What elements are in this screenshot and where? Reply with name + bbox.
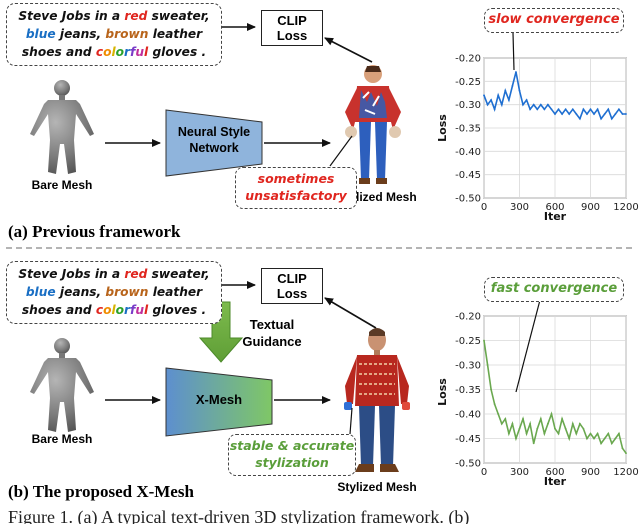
x-tick-label: 300	[510, 202, 529, 213]
chart-bottom-xticks: 0 300 600 900 1200	[481, 467, 639, 478]
bare-mesh-label-top: Bare Mesh	[31, 178, 93, 192]
xmesh-network-shape	[165, 367, 273, 437]
prompt-line-2: blue jeans, brown leather	[25, 285, 203, 299]
prompt-line-3: shoes and colorful gloves .	[21, 303, 207, 317]
y-tick-label: -0.30	[455, 361, 481, 372]
chart-bottom-callout-pointer	[515, 299, 541, 393]
y-tick-label: -0.35	[455, 385, 481, 396]
chart-bottom-yticks: -0.20 -0.25 -0.30 -0.35 -0.40 -0.45 -0.50	[455, 312, 481, 470]
x-tick-label: 900	[581, 467, 600, 478]
x-tick-label: 1200	[613, 202, 638, 213]
y-tick-label: -0.45	[455, 170, 481, 181]
x-tick-label: 0	[481, 202, 487, 213]
chart-bottom-ylabel: Loss	[436, 378, 449, 406]
y-tick-label: -0.40	[455, 147, 481, 158]
loss-chart-bottom: -0.20 -0.25 -0.30 -0.35 -0.40 -0.45 -0.50 0 300…	[436, 312, 639, 489]
y-tick-label: -0.25	[455, 77, 481, 88]
stylized-mesh-figure-top	[345, 65, 401, 184]
figure-caption: Figure 1. (a) A typical text-driven 3D s…	[8, 507, 470, 524]
y-tick-label: -0.35	[455, 124, 481, 135]
chart-top-yticks: -0.20 -0.25 -0.30 -0.35 -0.40 -0.45 -0.50	[455, 54, 481, 205]
chart-callout-slow: slow convergence	[484, 8, 624, 33]
chart-bottom-grid	[483, 315, 627, 464]
y-tick-label: -0.20	[455, 54, 481, 65]
clip-loss-box-bottom: CLIP Loss	[261, 268, 323, 304]
neural-style-network-shape	[165, 109, 263, 177]
chart-top-callout-pointer	[512, 32, 515, 71]
text-prompt-box-top: Steve Jobs in a red sweater, blue jeans,…	[6, 3, 222, 66]
section-title-proposed: (b) The proposed X-Mesh	[8, 482, 194, 501]
arrow-stylized-to-clip-top	[324, 37, 373, 63]
chart-top-grid	[483, 57, 627, 199]
stylized-mesh-label-bottom: Stylized Mesh	[337, 480, 417, 494]
chart-bottom-xlabel: Iter	[544, 475, 567, 488]
textual-guidance-arrow	[198, 301, 244, 363]
y-tick-label: -0.40	[455, 410, 481, 421]
section-title-previous: (a) Previous framework	[8, 222, 181, 241]
y-tick-label: -0.50	[455, 194, 481, 205]
callout-pointer-bottom	[349, 407, 353, 435]
x-tick-label: 300	[510, 467, 529, 478]
callout-pointer-top	[329, 135, 353, 167]
stylized-mesh-figure-bottom	[344, 328, 410, 472]
prompt-line-2: blue jeans, brown leather	[25, 27, 203, 41]
prompt-line-1: Steve Jobs in a red sweater,	[18, 9, 210, 23]
x-tick-label: 1200	[613, 467, 638, 478]
y-tick-label: -0.20	[455, 312, 481, 323]
x-tick-label: 0	[481, 467, 487, 478]
chart-top-ylabel: Loss	[436, 114, 449, 142]
chart-top-xticks: 0 300 600 900 1200	[481, 202, 639, 213]
text-prompt-box-bottom: Steve Jobs in a red sweater, blue jeans,…	[6, 261, 222, 324]
y-tick-label: -0.50	[455, 459, 481, 470]
prompt-line-1: Steve Jobs in a red sweater,	[18, 267, 210, 281]
chart-top-xlabel: Iter	[544, 210, 567, 223]
sometimes-unsatisfactory-callout: sometimes unsatisfactory	[235, 167, 357, 209]
stable-accurate-callout: stable & accurate stylization	[228, 434, 356, 476]
chart-callout-fast: fast convergence	[484, 277, 624, 302]
arrow-stylized-to-clip-bottom	[324, 297, 377, 329]
x-tick-label: 600	[545, 202, 564, 213]
xmesh-network-label: X-Mesh	[195, 392, 243, 407]
prompt-line-3: shoes and colorful gloves .	[21, 45, 207, 59]
textual-guidance-label: Textual Guidance	[242, 317, 302, 349]
stylized-mesh-label-top: Stylized Mesh	[337, 190, 417, 204]
bare-mesh-figure-bottom	[30, 338, 94, 432]
neural-style-network-label: Neural Style Network	[177, 125, 251, 155]
chart-top-series-line	[483, 71, 626, 121]
x-tick-label: 600	[545, 467, 564, 478]
y-tick-label: -0.30	[455, 100, 481, 111]
loss-chart-top: -0.20 -0.25 -0.30 -0.35 -0.40 -0.45 -0.50 0 300…	[436, 54, 639, 224]
bare-mesh-label-bottom: Bare Mesh	[31, 432, 93, 446]
chart-bottom-series-line	[483, 340, 627, 454]
x-tick-label: 900	[581, 202, 600, 213]
clip-loss-box-top: CLIP Loss	[261, 10, 323, 46]
y-tick-label: -0.45	[455, 434, 481, 445]
y-tick-label: -0.25	[455, 336, 481, 347]
bare-mesh-figure-top	[30, 80, 94, 174]
